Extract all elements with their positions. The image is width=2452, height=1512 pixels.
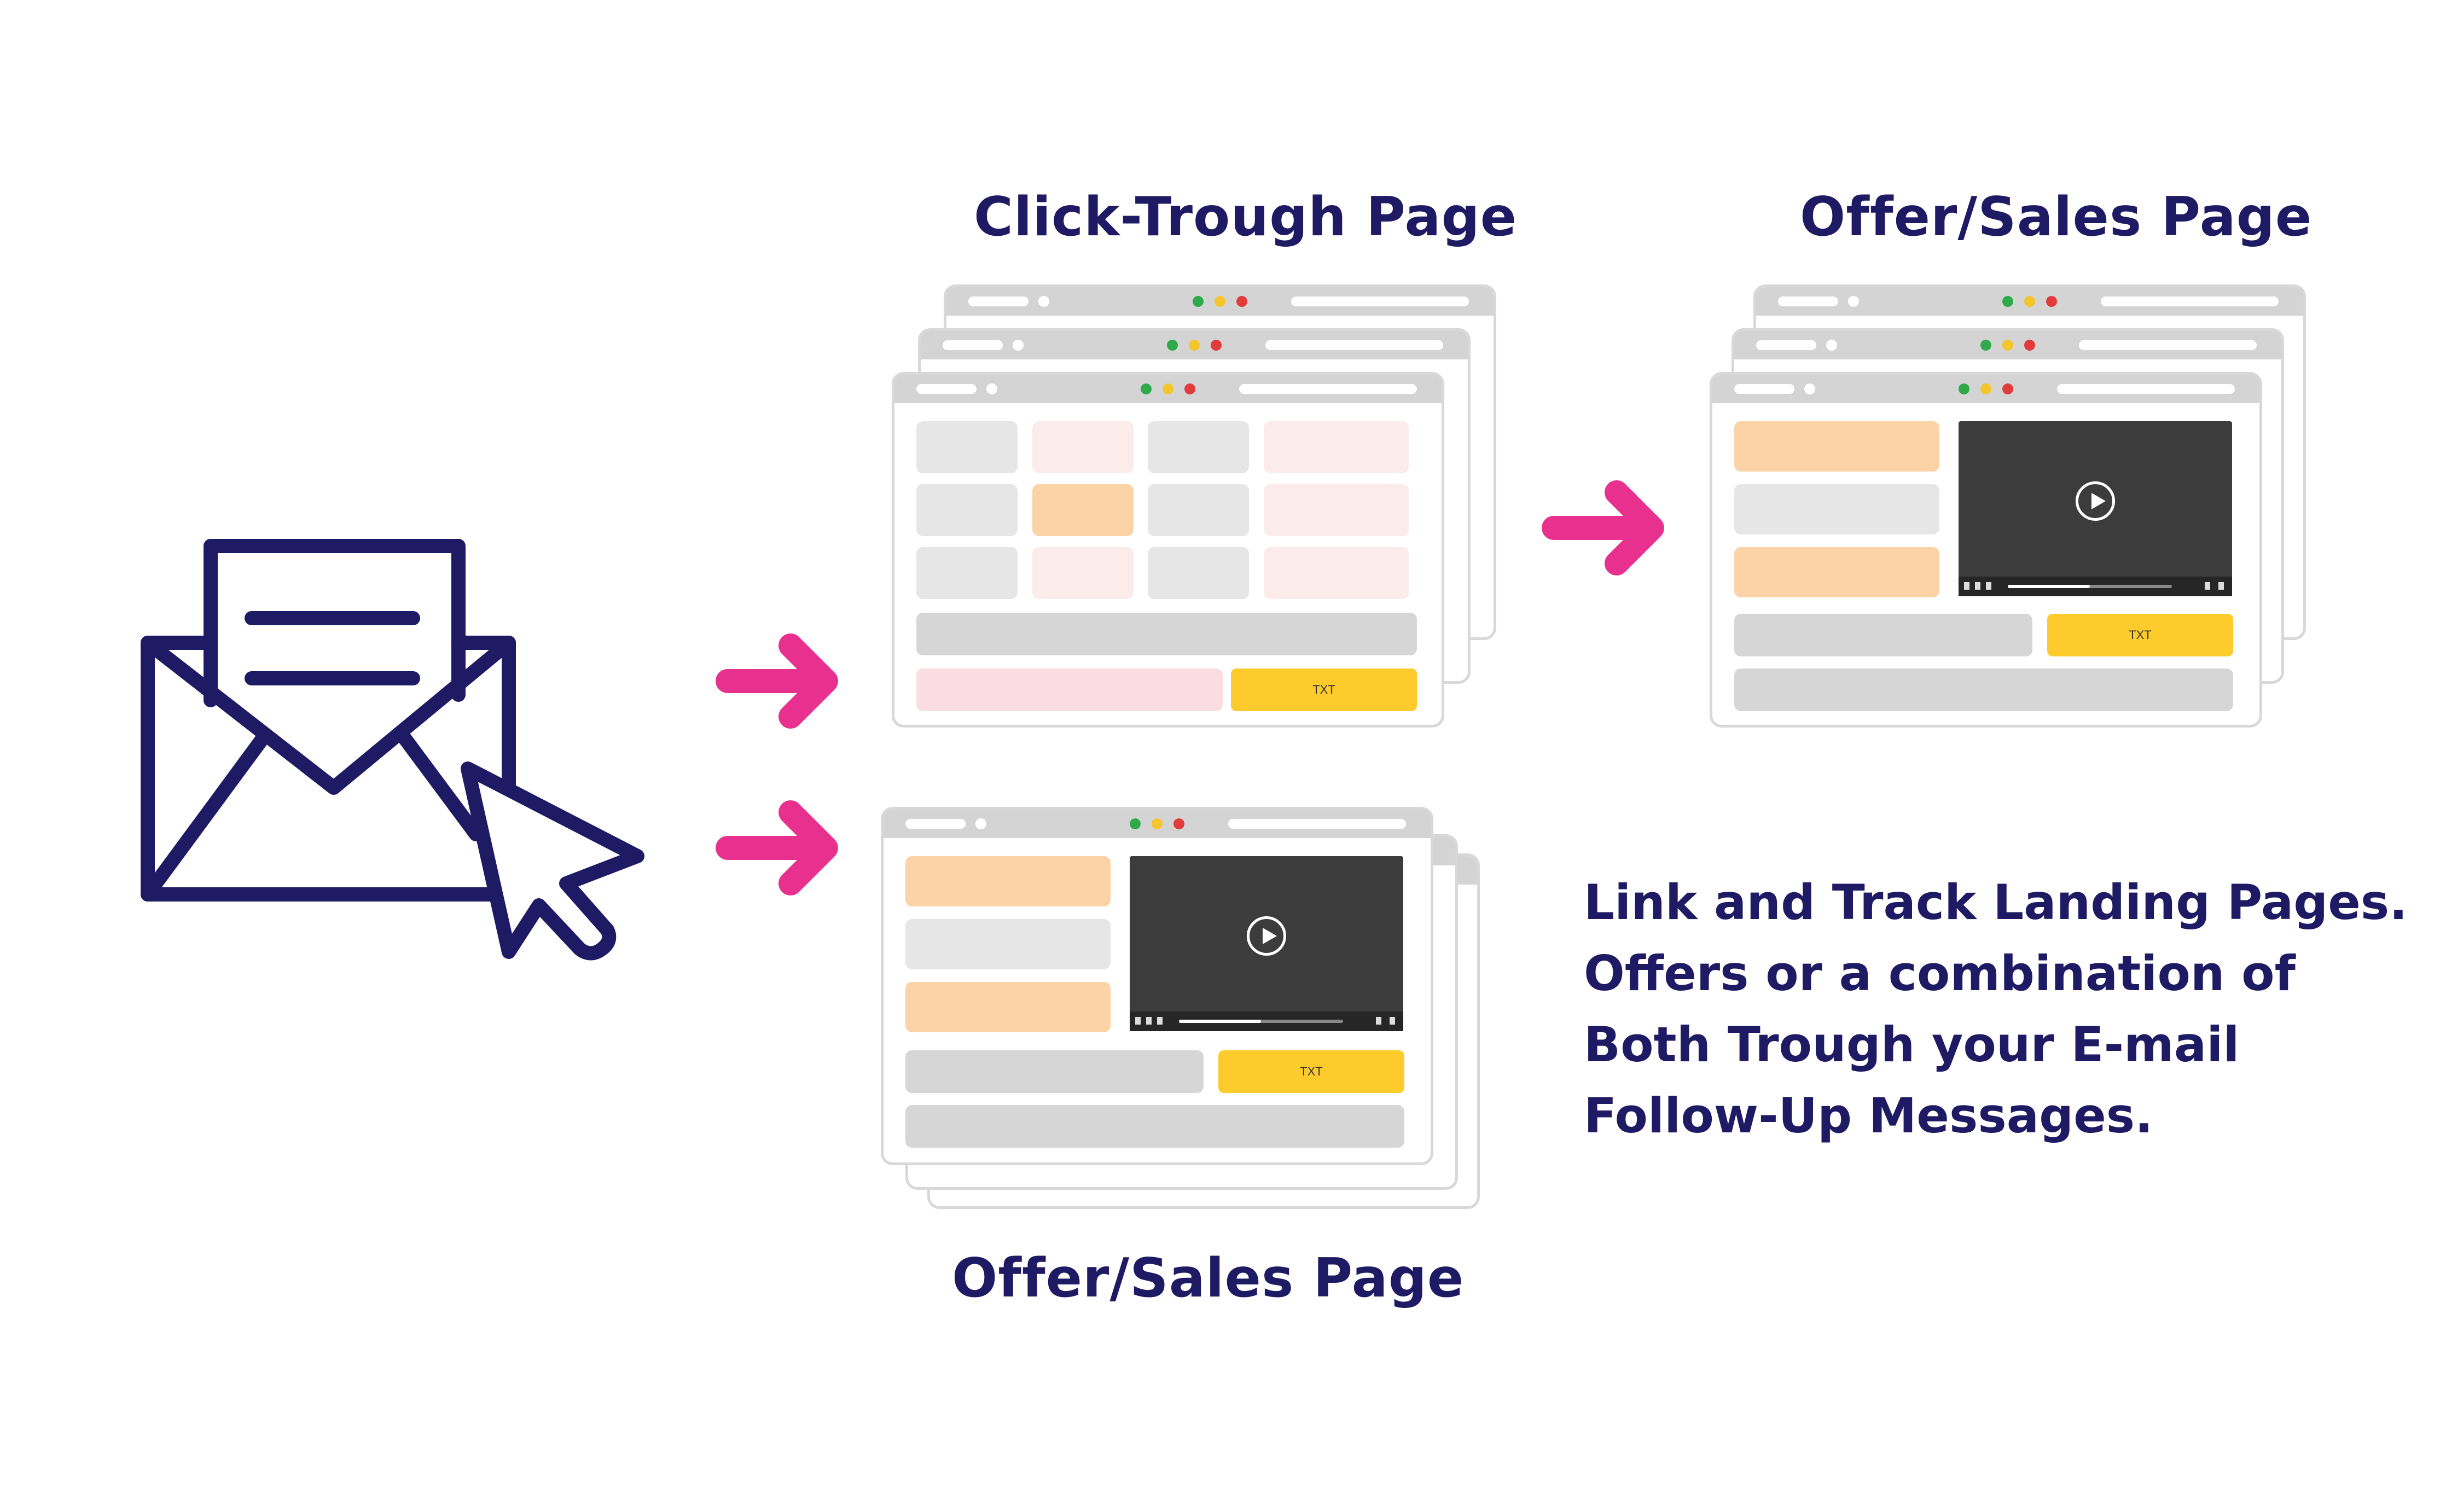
video-player: [1130, 856, 1403, 1031]
heading-click-through: Click-Trough Page: [974, 186, 1518, 248]
arrow-right-icon: [1542, 480, 1664, 575]
window-titlebar: [921, 331, 1468, 359]
cta-button: TXT: [1218, 1050, 1404, 1093]
description-line-3: Both Trough your E-mail: [1584, 1016, 2240, 1073]
window-titlebar: [884, 810, 1431, 838]
play-icon: [2076, 481, 2115, 521]
envelope-icon: [141, 539, 644, 961]
description-line-2: Offers or a combination of: [1584, 945, 2296, 1002]
window-titlebar: [1734, 331, 2281, 359]
window-titlebar: [1712, 375, 2259, 403]
letter-icon: [204, 539, 466, 707]
click-through-page-window: TXT: [892, 372, 1444, 728]
window-titlebar: [894, 375, 1442, 403]
heading-offer-sales-bottom: Offer/Sales Page: [952, 1247, 1465, 1310]
video-player: [1959, 421, 2232, 596]
heading-offer-sales-top: Offer/Sales Page: [1800, 186, 2312, 248]
window-titlebar: [1756, 287, 2303, 316]
play-icon: [1247, 916, 1286, 956]
window-titlebar: [946, 287, 1494, 316]
description-line-4: Follow-Up Messages.: [1584, 1088, 2153, 1144]
cta-button: TXT: [1231, 668, 1417, 711]
offer-sales-page-window-top: TXT: [1710, 372, 2262, 728]
arrow-right-icon: [716, 633, 838, 729]
cursor-icon: [461, 761, 644, 961]
description-line-1: Link and Track Landing Pages.: [1584, 874, 2408, 931]
description-text: Link and Track Landing Pages. Offers or …: [1584, 867, 2408, 1152]
arrow-right-icon: [716, 800, 838, 895]
cta-button: TXT: [2047, 614, 2233, 656]
offer-sales-page-window-bottom: TXT: [881, 807, 1433, 1165]
